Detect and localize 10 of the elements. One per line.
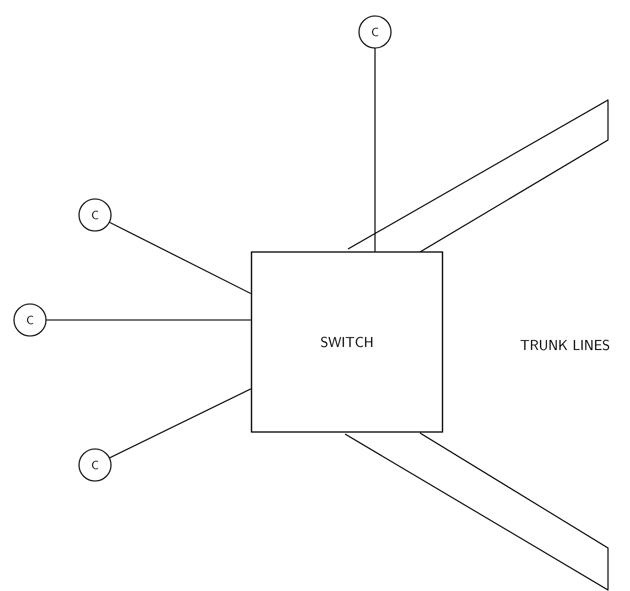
circle-node: C [78, 198, 112, 232]
circle-node: C [358, 15, 392, 49]
connector-line [374, 48, 376, 252]
connector-line [110, 222, 252, 294]
connector-line [46, 319, 251, 321]
connector-line [110, 388, 252, 458]
circle-node: C [78, 448, 112, 482]
switch-box: SWITCH [250, 251, 444, 433]
circle-node: C [13, 303, 47, 337]
trunk-label: TRUNK LINES [520, 340, 610, 350]
